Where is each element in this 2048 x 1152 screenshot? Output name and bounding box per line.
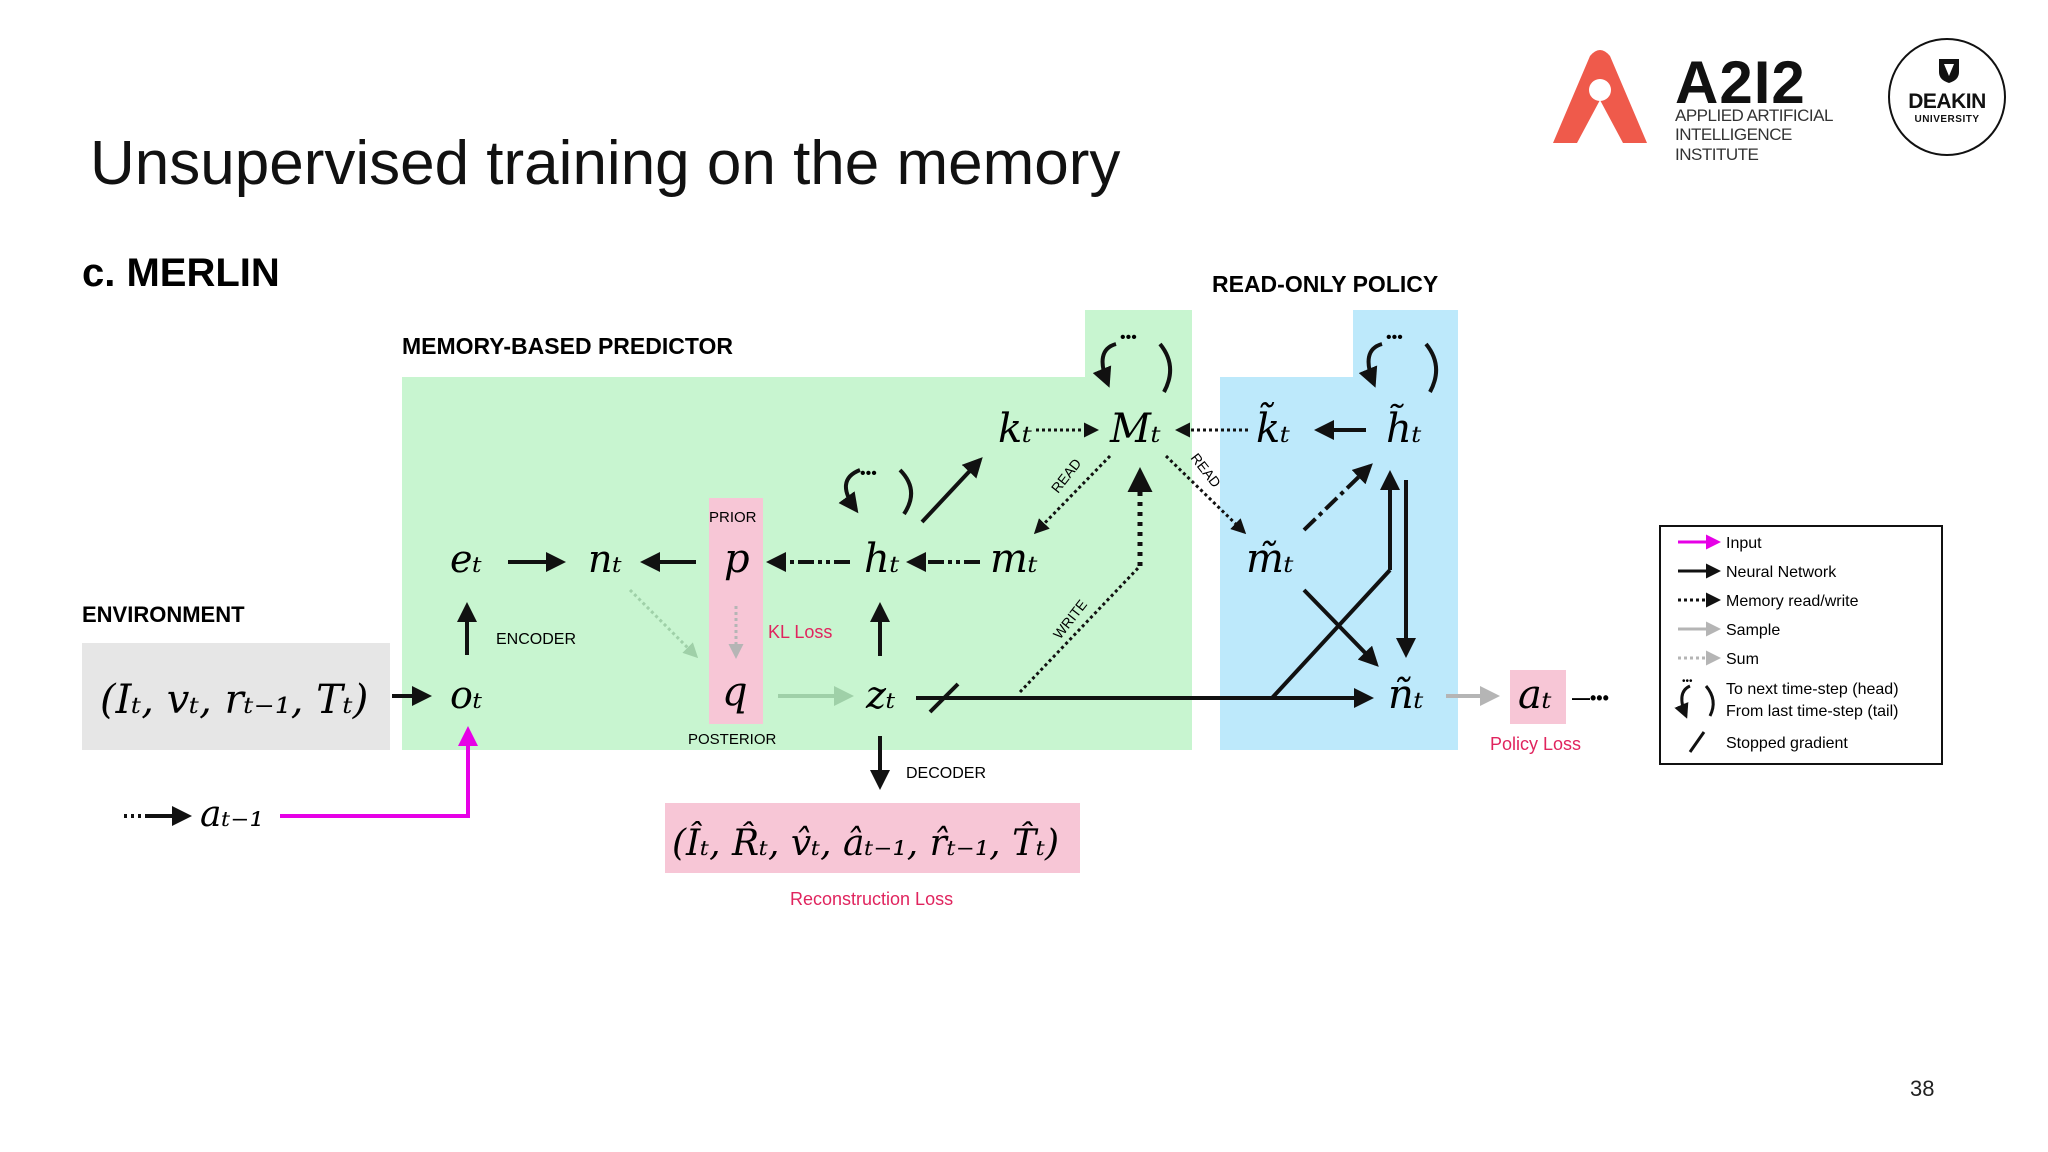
arrow-M-to-m-tilde <box>1164 454 1247 535</box>
legend-box <box>1659 525 1943 765</box>
node-recon-tuple: (Îₜ, R̂ₜ, v̂ₜ, âₜ₋₁, r̂ₜ₋₁, T̂ₜ) <box>672 821 1059 864</box>
policy-loss-label: Policy Loss <box>1490 734 1581 754</box>
predictor-label: MEMORY-BASED PREDICTOR <box>402 333 733 359</box>
a2i2-line2: INTELLIGENCE INSTITUTE <box>1675 125 1792 164</box>
legend: Input Neural Network Memory read/write S… <box>1659 525 1943 765</box>
panel-label: c. MERLIN <box>82 251 280 295</box>
memory-tab-box <box>1085 310 1192 380</box>
node-z: zₜ <box>865 673 896 717</box>
arrow-m-tilde-to-h-tilde <box>1302 463 1373 532</box>
arrow-m-tilde-to-n-tilde <box>1302 588 1379 667</box>
a2i2-logo: A2I2 APPLIED ARTIFICIAL INTELLIGENCE INS… <box>1545 48 1875 164</box>
policy-label: READ-ONLY POLICY <box>1212 271 1438 297</box>
loop-dots-h: ••• <box>860 465 877 482</box>
node-h-tilde: h̃ₜ <box>1386 403 1422 452</box>
node-p: p <box>724 536 750 582</box>
reconstruction-box <box>665 803 1080 873</box>
loop-arc-h-tilde <box>1369 342 1438 392</box>
arrow-z-write-to-M <box>1018 564 1142 694</box>
node-a: aₜ <box>1518 672 1552 718</box>
slide-title: Unsupervised training on the memory <box>90 129 1121 198</box>
policy-box <box>1220 377 1458 750</box>
kl-loss-label: KL Loss <box>768 622 832 642</box>
a2i2-a-mark-icon <box>1553 50 1647 143</box>
legend-swatch-timestep <box>1682 684 1715 716</box>
legend-label-neural: Neural Network <box>1726 564 1837 581</box>
legend-label-timestep-tail: From last time-step (tail) <box>1726 703 1898 720</box>
decoder-label: DECODER <box>906 765 986 782</box>
legend-timestep-dots: ••• <box>1682 676 1693 687</box>
arrow-z-branch-to-h-tilde <box>1270 568 1392 700</box>
legend-swatch-stopgrad <box>1688 731 1706 753</box>
read-label-right: READ <box>1188 450 1225 491</box>
node-h: hₜ <box>864 536 900 582</box>
node-m-tilde: m̃ₜ <box>1246 536 1294 582</box>
page-number: 38 <box>1910 1076 1935 1101</box>
node-n: nₜ <box>588 537 622 581</box>
a2i2-wordmark: A2I2 <box>1675 49 1806 116</box>
environment-label: ENVIRONMENT <box>82 602 245 627</box>
prior-posterior-box <box>709 498 763 724</box>
legend-label-timestep-head: To next time-step (head) <box>1726 681 1899 698</box>
node-a-prev: aₜ₋₁ <box>200 794 264 835</box>
prior-label: PRIOR <box>709 509 757 526</box>
node-q: q <box>722 669 748 715</box>
node-env-tuple: (Iₜ, vₜ, rₜ₋₁, Tₜ) <box>100 677 368 723</box>
a2i2-line1: APPLIED ARTIFICIAL <box>1675 106 1833 125</box>
loop-dots-h-tilde: ••• <box>1386 329 1403 346</box>
node-m: mₜ <box>990 536 1038 582</box>
legend-label-input: Input <box>1726 535 1762 552</box>
a-tail-dots: —••• <box>1572 688 1609 708</box>
deakin-crest-icon <box>1939 59 1959 83</box>
arrow-h-to-k <box>920 457 983 524</box>
deakin-name: DEAKIN <box>1908 90 1986 113</box>
legend-label-sample: Sample <box>1726 622 1780 639</box>
deakin-logo: DEAKIN UNIVERSITY <box>1888 38 2006 156</box>
encoder-label: ENCODER <box>496 631 576 648</box>
reconstruction-loss-label: Reconstruction Loss <box>790 889 953 909</box>
arrow-a-prev-to-o <box>280 726 478 818</box>
action-box <box>1510 670 1566 724</box>
node-n-tilde: ñₜ <box>1388 672 1424 718</box>
loop-arc-M <box>1103 342 1172 392</box>
environment-box <box>82 643 390 750</box>
node-M: Mₜ <box>1109 406 1161 452</box>
legend-label-sum: Sum <box>1726 651 1759 668</box>
node-k-tilde: k̃ₜ <box>1256 402 1290 452</box>
legend-label-memory: Memory read/write <box>1726 593 1859 610</box>
legend-label-stopgrad: Stopped gradient <box>1726 735 1848 752</box>
deakin-sub: UNIVERSITY <box>1914 114 1980 125</box>
node-o: oₜ <box>450 673 483 717</box>
loop-dots-M: ••• <box>1120 329 1137 346</box>
posterior-label: POSTERIOR <box>688 731 777 748</box>
node-k: kₜ <box>998 406 1032 452</box>
loop-arc-h <box>846 468 913 514</box>
node-e: eₜ <box>450 537 482 581</box>
stop-gradient-mark <box>928 682 960 714</box>
